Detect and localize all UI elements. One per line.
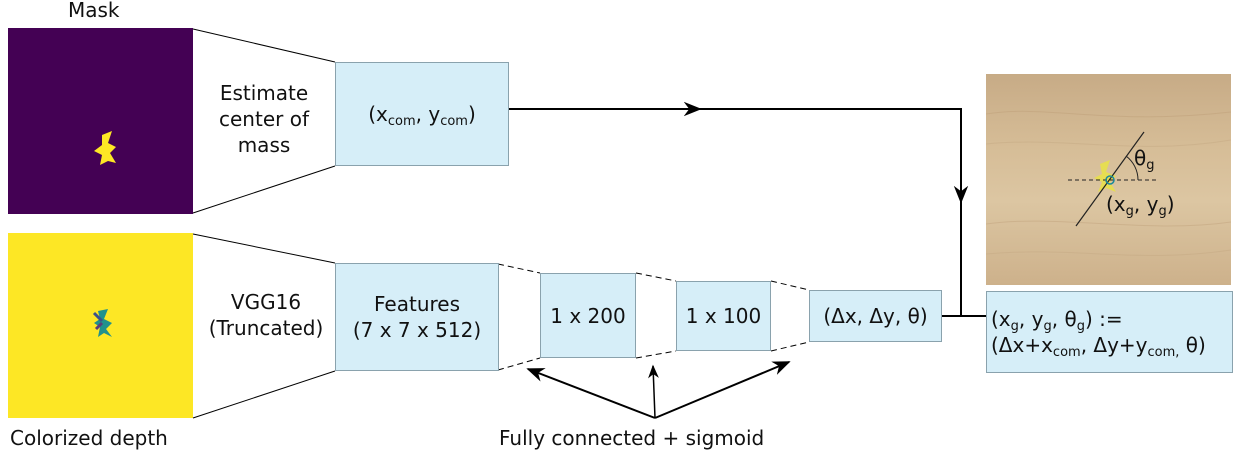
estimate-line3: mass	[237, 133, 291, 157]
depth-object-icon	[92, 309, 112, 337]
result-line1: (xg, yg, θg) :=	[991, 307, 1123, 334]
vgg16-label: VGG16 (Truncated)	[195, 280, 337, 350]
center-of-mass-box: (xcom, ycom)	[335, 62, 509, 166]
mask-object-icon	[94, 131, 116, 165]
grasp-photo: θg (xg, yg)	[986, 74, 1231, 285]
theta-g-label: θg	[1134, 146, 1155, 173]
fc-200-box: 1 x 200	[540, 273, 636, 358]
estimate-line2: center of	[219, 107, 309, 131]
mask-label: Mask	[68, 0, 120, 22]
features-line1: Features	[374, 292, 460, 316]
colorized-depth-label: Colorized depth	[10, 426, 168, 450]
mask-image	[8, 28, 193, 214]
delta-output-box: (Δx, Δy, θ)	[809, 290, 942, 342]
grasp-result-box: (xg, yg, θg) := (Δx+xcom, Δy+ycom, θ)	[986, 291, 1233, 373]
grasp-position-label: (xg, yg)	[1106, 192, 1175, 219]
features-box: Features (7 x 7 x 512)	[335, 263, 499, 371]
fc-100-box: 1 x 100	[676, 281, 771, 351]
vgg-line1: VGG16	[230, 290, 302, 314]
vgg-line2: (Truncated)	[208, 316, 324, 340]
estimate-center-of-mass-label: Estimate center of mass	[195, 72, 333, 166]
fully-connected-label: Fully connected + sigmoid	[499, 426, 765, 450]
features-line2: (7 x 7 x 512)	[352, 318, 482, 342]
result-line2: (Δx+xcom, Δy+ycom, θ)	[991, 333, 1206, 360]
depth-image	[8, 233, 193, 418]
estimate-line1: Estimate	[219, 81, 309, 105]
grasp-overlay	[986, 110, 1231, 257]
